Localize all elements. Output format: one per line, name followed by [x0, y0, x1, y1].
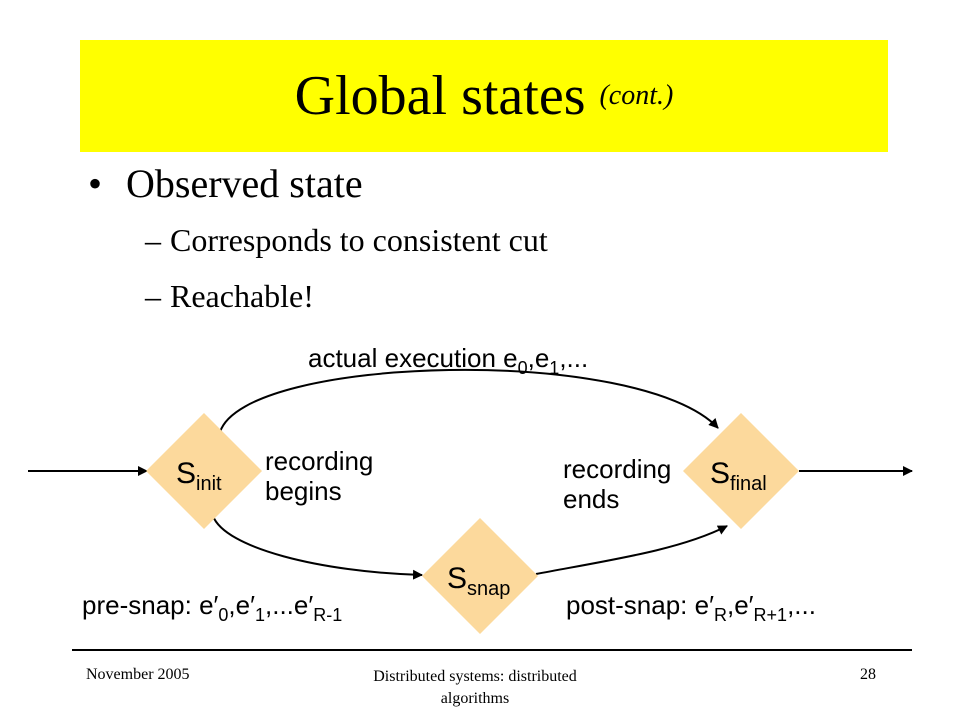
node-letter: S [176, 457, 196, 490]
bullet-dot: • [88, 161, 103, 206]
footer-course-title: Distributed systems: distributed algorit… [310, 666, 640, 710]
footer-divider [72, 649, 912, 651]
recording-begins-label: recording begins [265, 446, 381, 506]
subbullet-text: Corresponds to consistent cut [170, 222, 548, 258]
bullet-observed-state: • Observed state [88, 160, 363, 207]
bullet-text: Observed state [126, 161, 363, 206]
subbullet-dash: – [145, 222, 161, 258]
slide-title-suffix: (cont.) [599, 80, 674, 111]
pre-snap-arc [212, 515, 423, 580]
pre-snap-label: pre-snap: e′0,e′1,...e′R-1 [82, 590, 342, 625]
subbullet-dash: – [145, 278, 161, 314]
actual-execution-arc [219, 368, 719, 433]
node-subscript: final [730, 473, 767, 495]
node-s-init: Sinit [146, 413, 262, 529]
recording-ends-label: recording ends [563, 454, 679, 514]
post-snap-label: post-snap: e′R,e′R+1,... [566, 590, 816, 625]
footer-date: November 2005 [86, 666, 190, 683]
title-band: Global states (cont.) [80, 40, 888, 152]
actual-execution-label: actual execution e0,e1,... [308, 343, 588, 378]
subbullet-consistent-cut: –Corresponds to consistent cut [145, 222, 548, 259]
node-s-snap: Ssnap [422, 518, 538, 634]
footer-course-line: algorithms [440, 690, 510, 707]
node-subscript: init [196, 473, 222, 495]
svg-text:Sfinal: Sfinal [710, 457, 767, 495]
node-subscript: snap [467, 578, 510, 600]
slide-title: Global states [294, 65, 586, 127]
svg-text:Sinit: Sinit [176, 457, 222, 495]
node-letter: S [447, 562, 467, 595]
footer-page-number: 28 [860, 666, 876, 683]
subbullet-text: Reachable! [170, 278, 314, 314]
svg-text:Ssnap: Ssnap [447, 562, 510, 600]
node-letter: S [710, 457, 730, 490]
footer-course-line: Distributed systems: distributed [373, 668, 577, 685]
post-snap-arc [535, 525, 728, 575]
node-s-final: Sfinal [683, 413, 799, 529]
subbullet-reachable: –Reachable! [145, 278, 314, 315]
